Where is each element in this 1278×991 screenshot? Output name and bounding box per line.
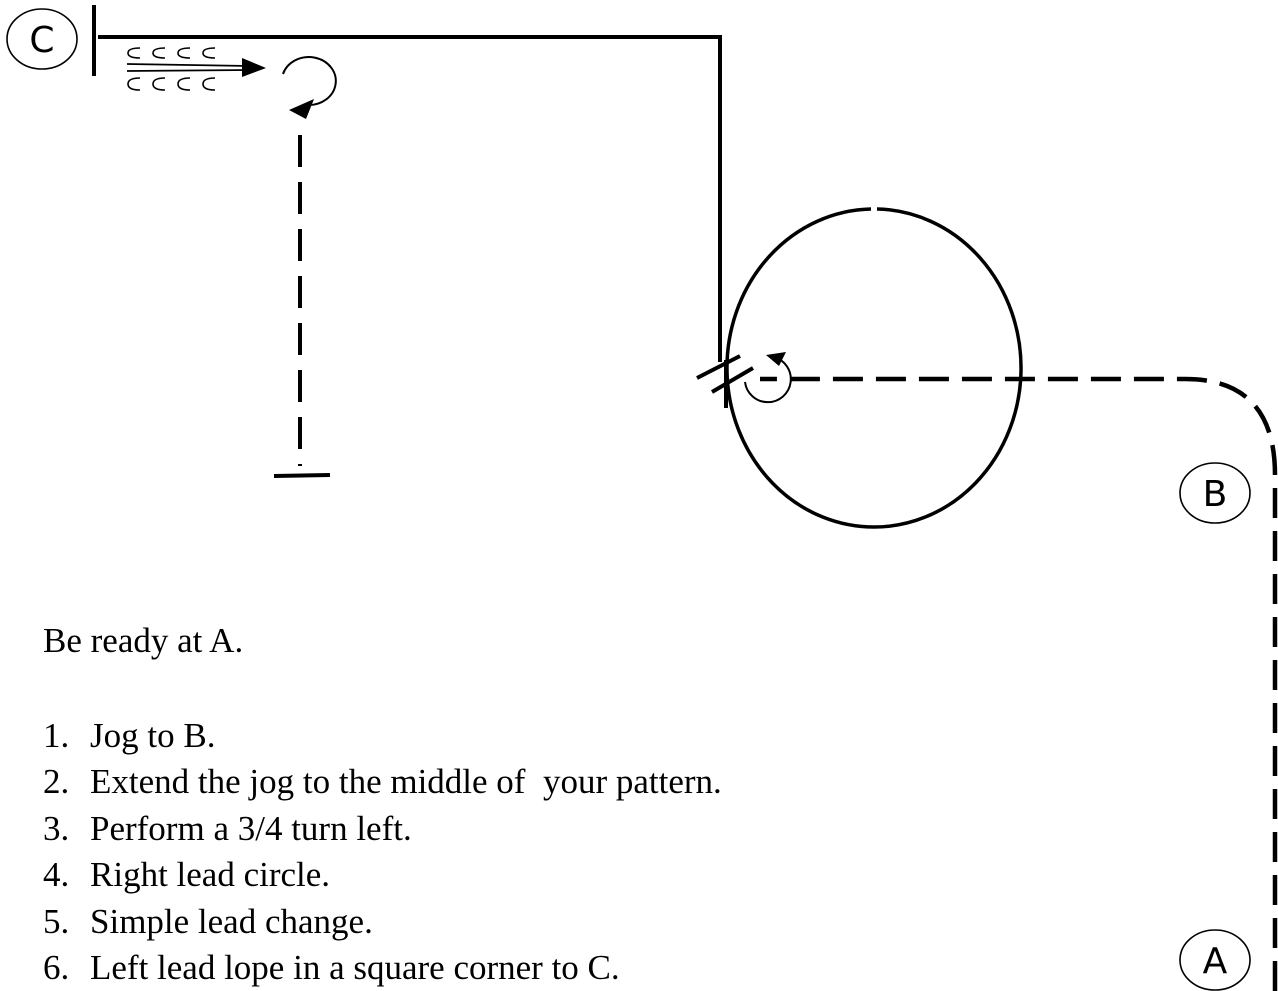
marker-a: A — [1179, 929, 1251, 991]
step-item: 1. Jog to B. — [43, 713, 722, 760]
lead-change-mark — [696, 354, 741, 380]
jog-path — [760, 376, 1278, 991]
marker-b-label: B — [1203, 474, 1228, 515]
step-text: Perform a 3/4 turn left. — [90, 808, 412, 848]
step-number: 4. — [43, 855, 70, 894]
step-number: 2. — [43, 762, 70, 801]
turn-arrow-c — [282, 56, 337, 107]
step-number: 3. — [43, 808, 70, 848]
step-text: Simple lead change. — [90, 901, 373, 941]
steps-list: 1. Jog to B. 2. Extend the jog to the mi… — [43, 713, 722, 991]
step-item: 4. Right lead circle. — [43, 852, 722, 899]
backup-symbols — [127, 47, 216, 91]
step-text: Extend the jog to the middle of your pat… — [90, 762, 722, 801]
step-text: Right lead circle. — [90, 855, 331, 894]
step-number: 1. — [43, 715, 70, 755]
marker-c: C — [6, 8, 78, 70]
step-item: 2. Extend the jog to the middle of your … — [43, 759, 722, 806]
turn-arrowhead — [766, 352, 786, 366]
three-quarter-turn-arrow — [744, 356, 792, 404]
marker-c-label: C — [29, 20, 54, 61]
lead-circle — [725, 207, 1023, 529]
step-number: 5. — [43, 901, 70, 941]
step-text: Jog to B. — [90, 715, 216, 755]
marker-b: B — [1179, 462, 1251, 524]
intro-text: Be ready at A. — [43, 621, 244, 660]
step-item: 3. Perform a 3/4 turn left. — [43, 806, 722, 853]
step-number: 6. — [43, 948, 70, 987]
pattern-instructions: Be ready at A. 1. Jog to B. 2. Extend th… — [43, 618, 722, 991]
lead-change-mark — [710, 366, 755, 394]
backup-arrow — [126, 58, 266, 77]
marker-a-label: A — [1203, 941, 1228, 982]
step-text: Left lead lope in a square corner to C. — [90, 948, 620, 987]
turn-arrow-c-head — [289, 99, 314, 119]
step-item: 6. Left lead lope in a square corner to … — [43, 945, 722, 991]
lope-path — [98, 35, 722, 362]
end-marker — [273, 473, 331, 478]
step-item: 5. Simple lead change. — [43, 899, 722, 946]
